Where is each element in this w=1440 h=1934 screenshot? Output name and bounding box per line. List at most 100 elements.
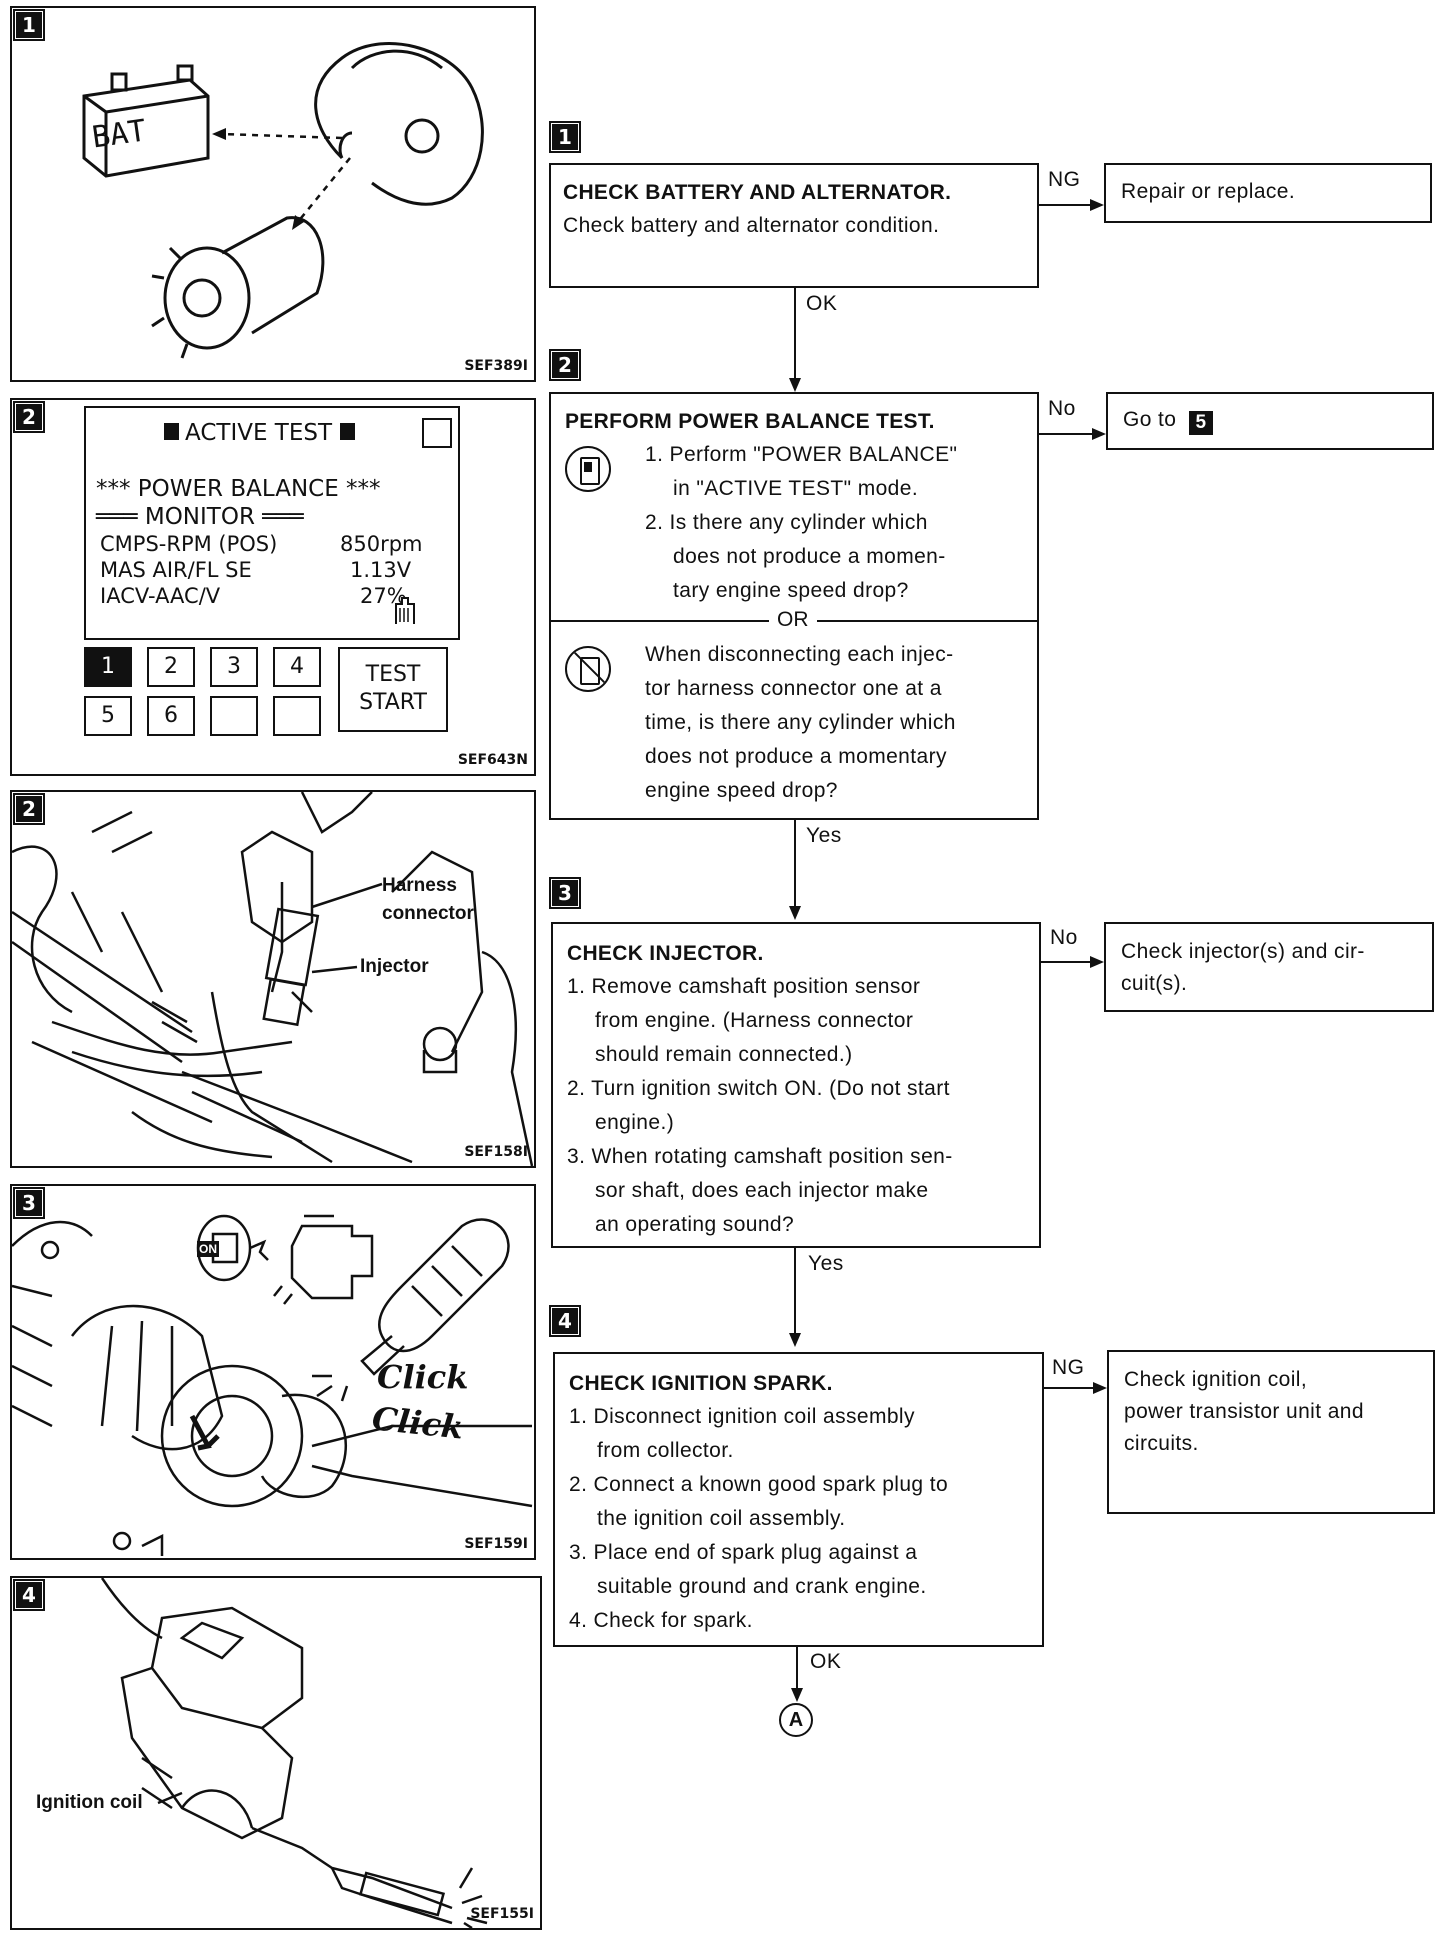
step3-branch-box: Check injector(s) and cir- cuit(s). [1104,922,1434,1012]
or-label: OR [777,608,809,631]
step2-alt-line: does not produce a momentary [645,745,947,768]
camshaft-sensor-illustration [12,1214,533,1556]
step1-box: CHECK BATTERY AND ALTERNATOR. Check batt… [549,163,1039,288]
step2-branch-text: Go to [1123,408,1177,431]
step4-branch-box: Check ignition coil, power transistor un… [1107,1350,1435,1514]
no-tester-icon [565,646,611,692]
row-value: 850rpm [340,532,423,556]
step3-branch-line: cuit(s). [1121,972,1188,995]
figure-code: SEF155I [470,1906,534,1922]
checkbox-icon [422,418,452,448]
step3-branch-line: Check injector(s) and cir- [1121,940,1365,963]
step2-item-line: tary engine speed drop? [673,579,909,602]
blank-key[interactable] [210,696,258,736]
figure-battery-alternator: 1 SEF389I [10,6,536,382]
step1-branch-box: Repair or replace. [1104,163,1432,223]
step4-line: 2. Connect a known good spark plug to [569,1473,949,1496]
step2-title: PERFORM POWER BALANCE TEST. [565,410,935,433]
step2-branch-label: No [1048,397,1076,420]
step2-down-label: Yes [806,824,842,847]
step3-down-label: Yes [808,1252,844,1275]
monitor-row: MAS AIR/FL SE 1.13V [100,558,430,582]
step4-line: 1. Disconnect ignition coil assembly [569,1405,915,1428]
step3-line: 2. Turn ignition switch ON. (Do not star… [567,1077,950,1100]
active-test-title: ACTIVE TEST [185,420,333,446]
step4-line: 3. Place end of spark plug against a [569,1541,918,1564]
cylinder-key-4[interactable]: 4 [273,647,321,687]
step2-branch-box: Go to 5 [1106,392,1434,450]
goto-step-badge[interactable]: 5 [1188,411,1213,435]
figure-code: SEF389I [464,358,528,374]
step4-down-label: OK [810,1650,842,1673]
figure-injector-connector: 2 Harness connector Injector SE [10,790,536,1168]
row-value: 1.13V [350,558,412,582]
step-badge-2: 2 [549,349,581,381]
step1-branch-text: Repair or replace. [1121,180,1296,203]
figure-camshaft-sensor-test: 3 [10,1184,536,1560]
connector-a[interactable]: A [779,1703,813,1737]
figure-consult-screen: 2 ACTIVE TEST *** POWER BALANCE *** ═══ … [10,398,536,776]
step4-title: CHECK IGNITION SPARK. [569,1372,833,1395]
cylinder-key-2[interactable]: 2 [147,647,195,687]
monitor-row: CMPS-RPM (POS) 850rpm [100,532,430,556]
figure-badge: 1 [13,9,45,41]
figure-badge: 2 [13,793,45,825]
step4-branch-label: NG [1052,1356,1085,1379]
step4-line: the ignition coil assembly. [597,1507,846,1530]
cylinder-key-6[interactable]: 6 [147,696,195,736]
step2-box: PERFORM POWER BALANCE TEST. 1. Perform "… [549,392,1039,820]
step1-title: CHECK BATTERY AND ALTERNATOR. [563,181,952,204]
injector-label: Injector [360,956,429,977]
figure-badge: 3 [13,1187,45,1219]
figure-badge: 4 [13,1579,45,1611]
row-label: MAS AIR/FL SE [100,558,252,582]
consult-tester-icon [565,446,611,492]
or-separator: OR [769,605,817,635]
figure-badge: 2 [13,401,45,433]
step3-line: should remain connected.) [595,1043,853,1066]
step2-item-line: in "ACTIVE TEST" mode. [673,477,919,500]
battery-alternator-illustration [82,42,484,359]
cylinder-key-3[interactable]: 3 [210,647,258,687]
step1-down-label: OK [806,292,838,315]
step3-line: an operating sound? [595,1213,795,1236]
test-start-button[interactable]: TEST START [338,647,448,732]
step2-item-line: 2. Is there any cylinder which [645,511,928,534]
step3-line: 1. Remove camshaft position sensor [567,975,921,998]
connector-a-label: A [788,1709,804,1731]
step4-branch-line: circuits. [1124,1432,1199,1455]
click-sound-label: Click [377,1358,469,1396]
step3-line: from engine. (Harness connector [595,1009,914,1032]
step2-alt-line: When disconnecting each injec- [645,643,954,666]
step4-line: suitable ground and crank engine. [597,1575,927,1598]
ignition-coil-illustration [100,1578,488,1928]
step4-box: CHECK IGNITION SPARK. 1. Disconnect igni… [553,1352,1044,1647]
step2-alt-line: engine speed drop? [645,779,838,802]
cylinder-key-1[interactable]: 1 [84,647,132,687]
cylinder-key-5[interactable]: 5 [84,696,132,736]
step2-alt-line: tor harness connector one at a [645,677,942,700]
square-icon [340,423,356,440]
step3-title: CHECK INJECTOR. [567,942,764,965]
key-on-label: ON [197,1241,219,1257]
ignition-coil-label: Ignition coil [36,1792,143,1813]
step3-branch-label: No [1050,926,1078,949]
figure-code: SEF159I [464,1536,528,1552]
harness-connector-label: Harness connector [382,875,474,924]
step4-branch-line: power transistor unit and [1124,1400,1364,1423]
figure-code: SEF643N [457,752,528,768]
row-label: CMPS-RPM (POS) [100,532,278,556]
figure-ignition-coil: 4 Ignition coil SEF155I [10,1576,542,1930]
step2-alt-line: time, is there any cylinder which [645,711,956,734]
step3-box: CHECK INJECTOR. 1. Remove camshaft posit… [551,922,1041,1248]
step3-line: engine.) [595,1111,675,1134]
monitor-label: ═══ MONITOR ═══ [96,504,304,530]
blank-key[interactable] [273,696,321,736]
step2-item-line: does not produce a momen- [673,545,946,568]
step-badge-4: 4 [549,1305,581,1337]
consult-display: ACTIVE TEST *** POWER BALANCE *** ═══ MO… [84,406,460,640]
row-label: IACV-AAC/V [100,584,221,608]
active-test-header: ACTIVE TEST [164,420,356,446]
step3-line: sor shaft, does each injector make [595,1179,929,1202]
step3-line: 3. When rotating camshaft position sen- [567,1145,953,1168]
